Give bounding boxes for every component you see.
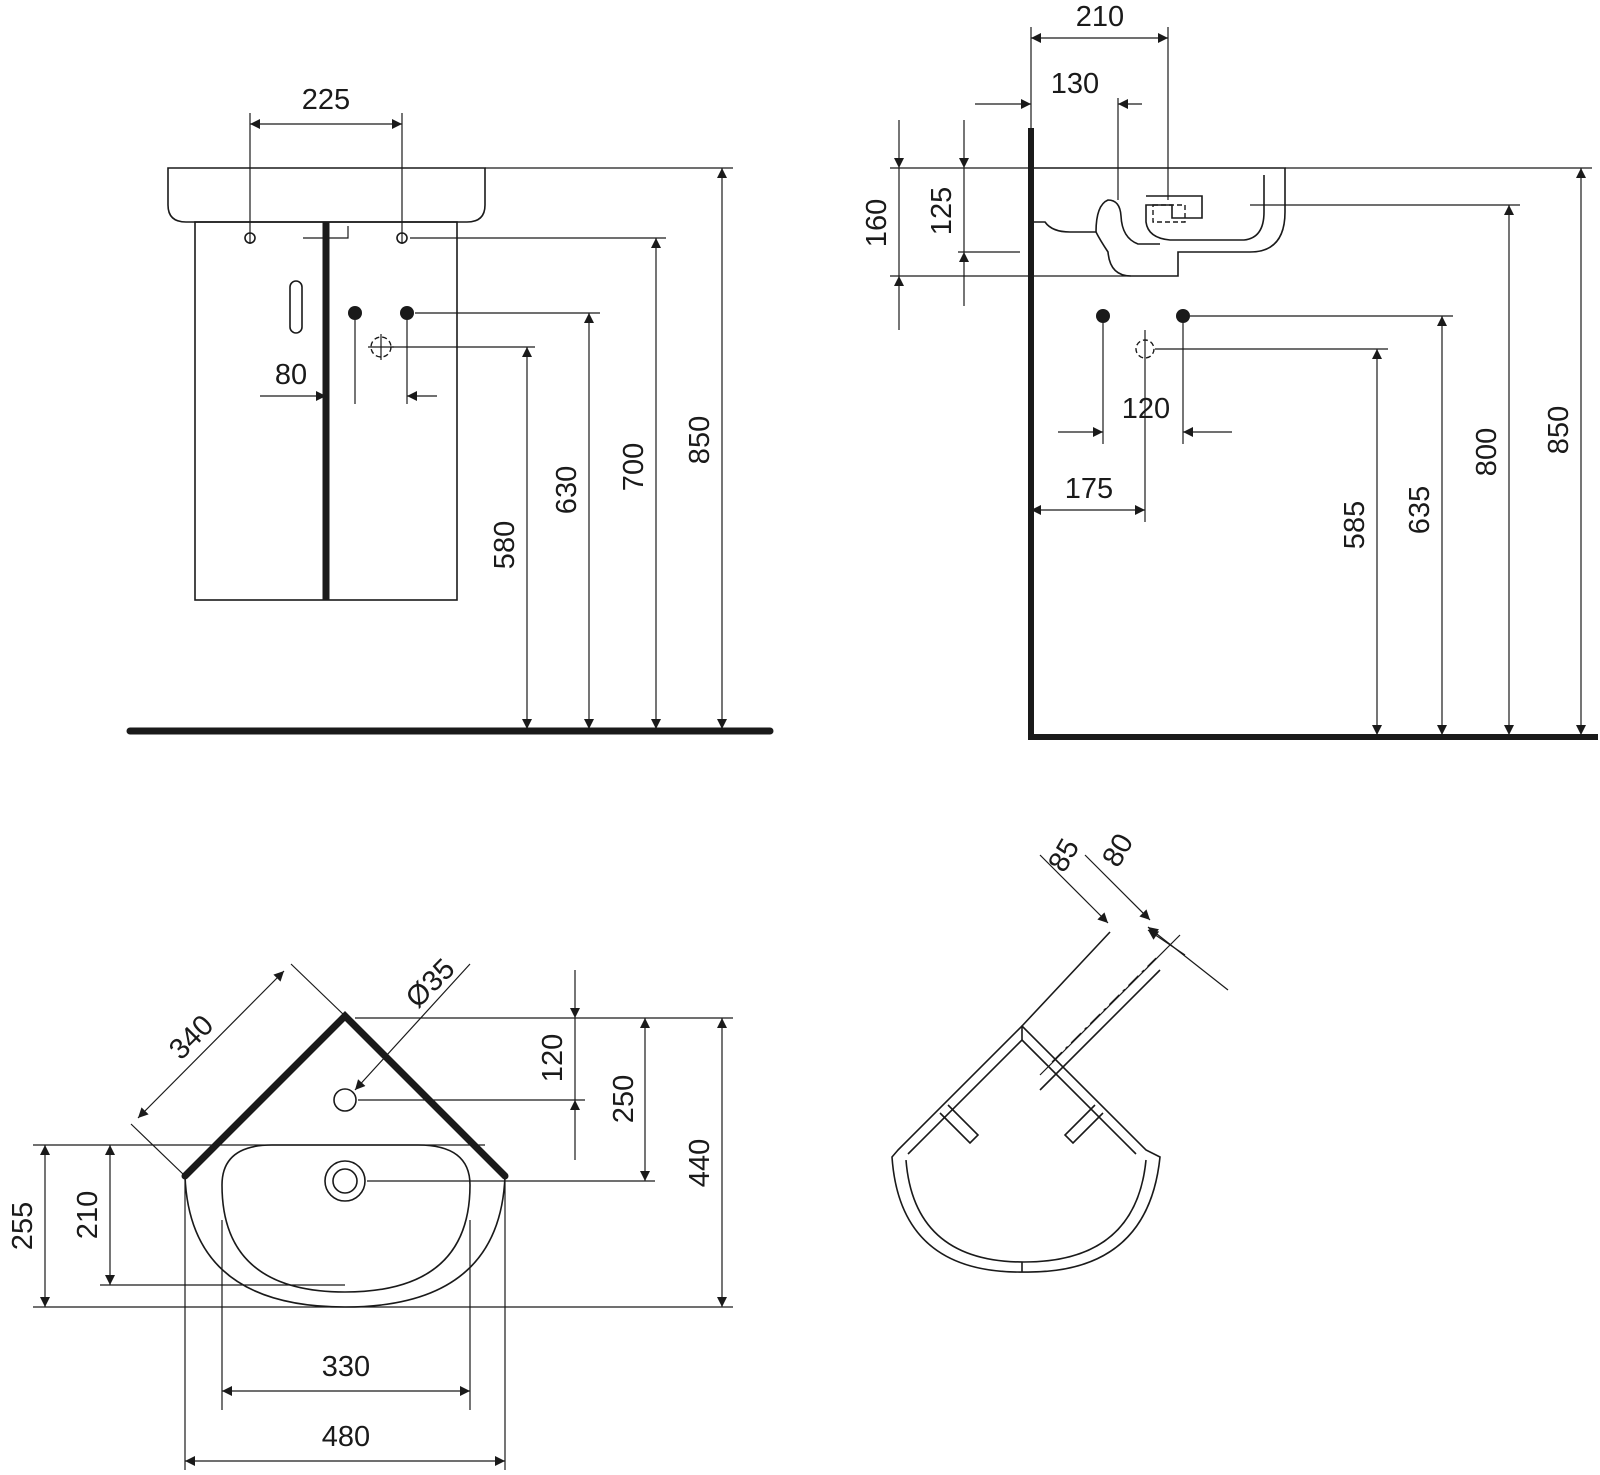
dim-text-580: 580 [489, 521, 521, 569]
basin-section [1031, 167, 1286, 277]
dim-text-210-side: 210 [1076, 1, 1124, 33]
dim-supply-spacing: 120 [1058, 323, 1232, 444]
cabinet-side-left [907, 1026, 1023, 1155]
dim-text-250: 250 [608, 1075, 640, 1123]
supply-point-right-side [1176, 309, 1190, 323]
side-view: 210 130 160 125 120 [861, 1, 1598, 740]
dim-text-80-cabinet: 80 [1096, 829, 1140, 873]
dim-text-480: 480 [322, 1421, 370, 1453]
dim-text-800: 800 [1471, 428, 1503, 476]
trap-outline [1095, 199, 1160, 245]
dim-text-120-plan: 120 [537, 1034, 569, 1082]
dim-text-585: 585 [1339, 501, 1371, 549]
dim-plan-left: 255 210 [7, 1144, 733, 1308]
dim-cabinet: 85 80 [1039, 829, 1229, 991]
waste-trap-outline [303, 226, 349, 239]
dim-tap-spacing: 225 [249, 84, 403, 244]
cabinet-plan: 85 80 [891, 829, 1229, 1273]
cabinet-centerline [1051, 957, 1157, 1063]
dim-text-160: 160 [861, 199, 893, 247]
dim-basin-depth: 160 125 [861, 120, 1131, 330]
dim-plan-bottom: 330 480 [184, 1176, 506, 1470]
dim-projection-total: 210 [1030, 1, 1169, 200]
dim-text-130: 130 [1051, 68, 1099, 100]
basin-bowl [221, 1144, 471, 1293]
dim-text-125: 125 [926, 187, 958, 235]
dim-front-heights: 580 630 700 850 [390, 167, 733, 729]
dim-text-340: 340 [163, 1009, 220, 1066]
basin-inner-bowl [1145, 175, 1265, 241]
cabinet-outer [891, 1024, 1161, 1273]
cabinet-shelf-left [939, 1104, 980, 1145]
dim-text-210-plan: 210 [72, 1191, 104, 1239]
supply-point-left-side [1096, 309, 1110, 323]
dim-text-255: 255 [7, 1202, 39, 1250]
dim-text-700: 700 [618, 443, 650, 491]
door-handle [289, 280, 303, 334]
cabinet-side-right [1021, 1039, 1137, 1155]
dim-side-heights: 585 635 800 850 [1155, 167, 1592, 735]
dim-text-330: 330 [322, 1351, 370, 1383]
dim-text-diameter-35: Ø35 [400, 953, 461, 1014]
dim-waste-wall: 175 [1031, 368, 1146, 522]
dim-text-175: 175 [1065, 473, 1113, 505]
front-view: 225 80 580 630 700 850 [126, 84, 774, 735]
supply-point-left [348, 306, 362, 320]
dim-text-120-side: 120 [1122, 393, 1170, 425]
cabinet-inner-curve [905, 1159, 1147, 1263]
wall-and-floor [1028, 128, 1598, 740]
waste-outlet-plan-inner [332, 1168, 358, 1194]
dim-tap-hole: Ø35 [354, 953, 471, 1091]
dim-text-225: 225 [302, 84, 350, 116]
waste-outlet-plan [324, 1160, 366, 1202]
plan-view: 340 Ø35 120 250 440 255 210 [7, 953, 733, 1470]
dim-text-850-side: 850 [1543, 406, 1575, 454]
dim-text-440: 440 [684, 1139, 716, 1187]
dim-text-80: 80 [275, 359, 307, 391]
cabinet-top-b [1039, 969, 1161, 1091]
cabinet-top-a [1021, 931, 1111, 1027]
dim-text-85: 85 [1042, 834, 1086, 878]
dim-text-850-front: 850 [684, 416, 716, 464]
supply-point-right [400, 306, 414, 320]
dim-plan-right: 120 250 440 [355, 970, 733, 1307]
dim-waste-offset: 80 [260, 320, 437, 404]
tap-hole [333, 1088, 357, 1112]
dim-text-630: 630 [551, 466, 583, 514]
basin-back-edges [181, 1011, 509, 1180]
basin-outline [167, 167, 486, 223]
dim-projection-trap: 130 [975, 68, 1142, 200]
dim-text-635: 635 [1404, 486, 1436, 534]
overflow-outline [1152, 204, 1186, 223]
cabinet-shelf-right [1063, 1104, 1104, 1145]
